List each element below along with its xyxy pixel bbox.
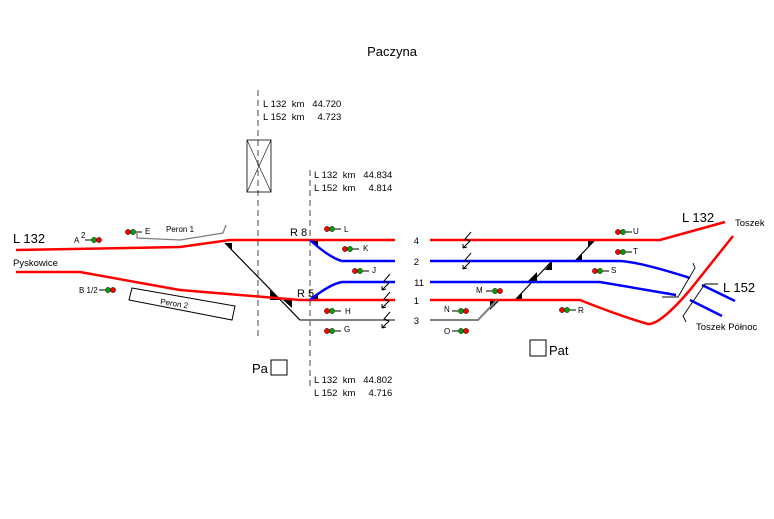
km-marker-1-l152: L 152 km 4.723 <box>263 112 341 123</box>
toszek-polnoc-label: Toszek Północ <box>696 322 758 333</box>
signal-b-label: B 1/2 <box>79 286 98 295</box>
signal-r-icon <box>558 306 577 314</box>
signal-a-sup: 2 <box>81 231 86 240</box>
signal-k-icon <box>341 245 360 253</box>
signal-e-label: E <box>145 227 150 236</box>
track-11-right <box>430 280 677 297</box>
track-4-right <box>430 220 726 242</box>
track-4-left <box>15 238 395 252</box>
signal-g-icon <box>323 327 342 335</box>
signal-t-label: T <box>633 247 638 256</box>
box-pat <box>529 339 547 357</box>
track-1-right <box>430 235 734 326</box>
km-marker-2-l152: L 152 km 4.814 <box>314 183 392 194</box>
signal-b-icon <box>98 286 117 294</box>
track-number-2: 2 <box>414 257 419 268</box>
km-marker-2-l132: L 132 km 44.834 <box>314 170 392 181</box>
km-marker-1-l132: L 132 km 44.720 <box>263 99 341 110</box>
signal-e-icon <box>124 228 143 236</box>
platform-2 <box>128 287 236 321</box>
line-l132-right-label: L 132 <box>682 210 714 225</box>
box-pa-label: Pa <box>252 361 269 376</box>
platform-1-label: Peron 1 <box>166 225 195 234</box>
signal-o-label: O <box>444 327 450 336</box>
signal-m-label: M <box>476 286 483 295</box>
signal-l-icon <box>323 225 342 233</box>
km-marker-3-l132: L 132 km 44.802 <box>314 375 392 386</box>
route-r5-label: R 5 <box>297 288 314 300</box>
pyskowice-label: Pyskowice <box>13 258 58 269</box>
track-11-left <box>309 280 395 301</box>
signal-u-label: U <box>633 227 639 236</box>
line-l152-label: L 152 <box>723 280 755 295</box>
switch-3 <box>283 300 292 308</box>
switch-5 <box>515 292 522 300</box>
switch-4 <box>490 300 500 310</box>
track-number-3: 3 <box>414 316 419 327</box>
platform-1 <box>136 224 227 241</box>
signal-a-label: A <box>74 236 80 245</box>
signal-u-icon <box>614 228 633 236</box>
box-pa <box>270 359 288 376</box>
signal-g-label: G <box>344 325 350 334</box>
signal-n-icon <box>451 307 470 315</box>
route-r8-label: R 8 <box>290 227 307 239</box>
signal-j-icon <box>351 267 370 275</box>
signal-s-label: S <box>611 266 616 275</box>
signal-m-icon <box>485 287 504 295</box>
track-number-1: 1 <box>414 296 419 307</box>
track-3-right <box>430 299 498 321</box>
track-number-4: 4 <box>414 236 419 247</box>
switch-6 <box>527 272 537 282</box>
signal-k-label: K <box>363 244 369 253</box>
signal-l-label: L <box>344 225 349 234</box>
signal-n-label: N <box>444 305 450 314</box>
signal-h-label: H <box>345 307 351 316</box>
track-2-right <box>430 259 691 280</box>
switch-7 <box>545 261 552 270</box>
bridge-mark-1 <box>662 262 696 298</box>
signal-h-icon <box>323 307 342 315</box>
signal-a-icon <box>84 236 103 244</box>
signal-j-label: J <box>372 266 376 275</box>
switch-9 <box>588 240 595 248</box>
track-number-11: 11 <box>414 278 424 289</box>
track-2-left <box>309 239 395 263</box>
bridge-mark-2 <box>682 283 718 323</box>
switch-1 <box>225 243 232 250</box>
signal-r-label: R <box>578 306 584 315</box>
km-marker-3-l152: L 152 km 4.716 <box>314 388 392 399</box>
toszek-label: Toszek <box>735 218 765 229</box>
station-title: Paczyna <box>367 44 418 59</box>
signal-o-icon <box>451 327 470 335</box>
platform-2-label: Peron 2 <box>160 297 190 310</box>
track-1-left <box>16 270 395 302</box>
signal-s-icon <box>591 267 610 275</box>
signal-t-icon <box>614 248 633 256</box>
line-152-tracks <box>689 283 736 318</box>
box-pat-label: Pat <box>549 343 569 358</box>
crossing-box <box>246 139 272 193</box>
line-l132-left-label: L 132 <box>13 231 45 246</box>
switch-8 <box>575 253 582 261</box>
